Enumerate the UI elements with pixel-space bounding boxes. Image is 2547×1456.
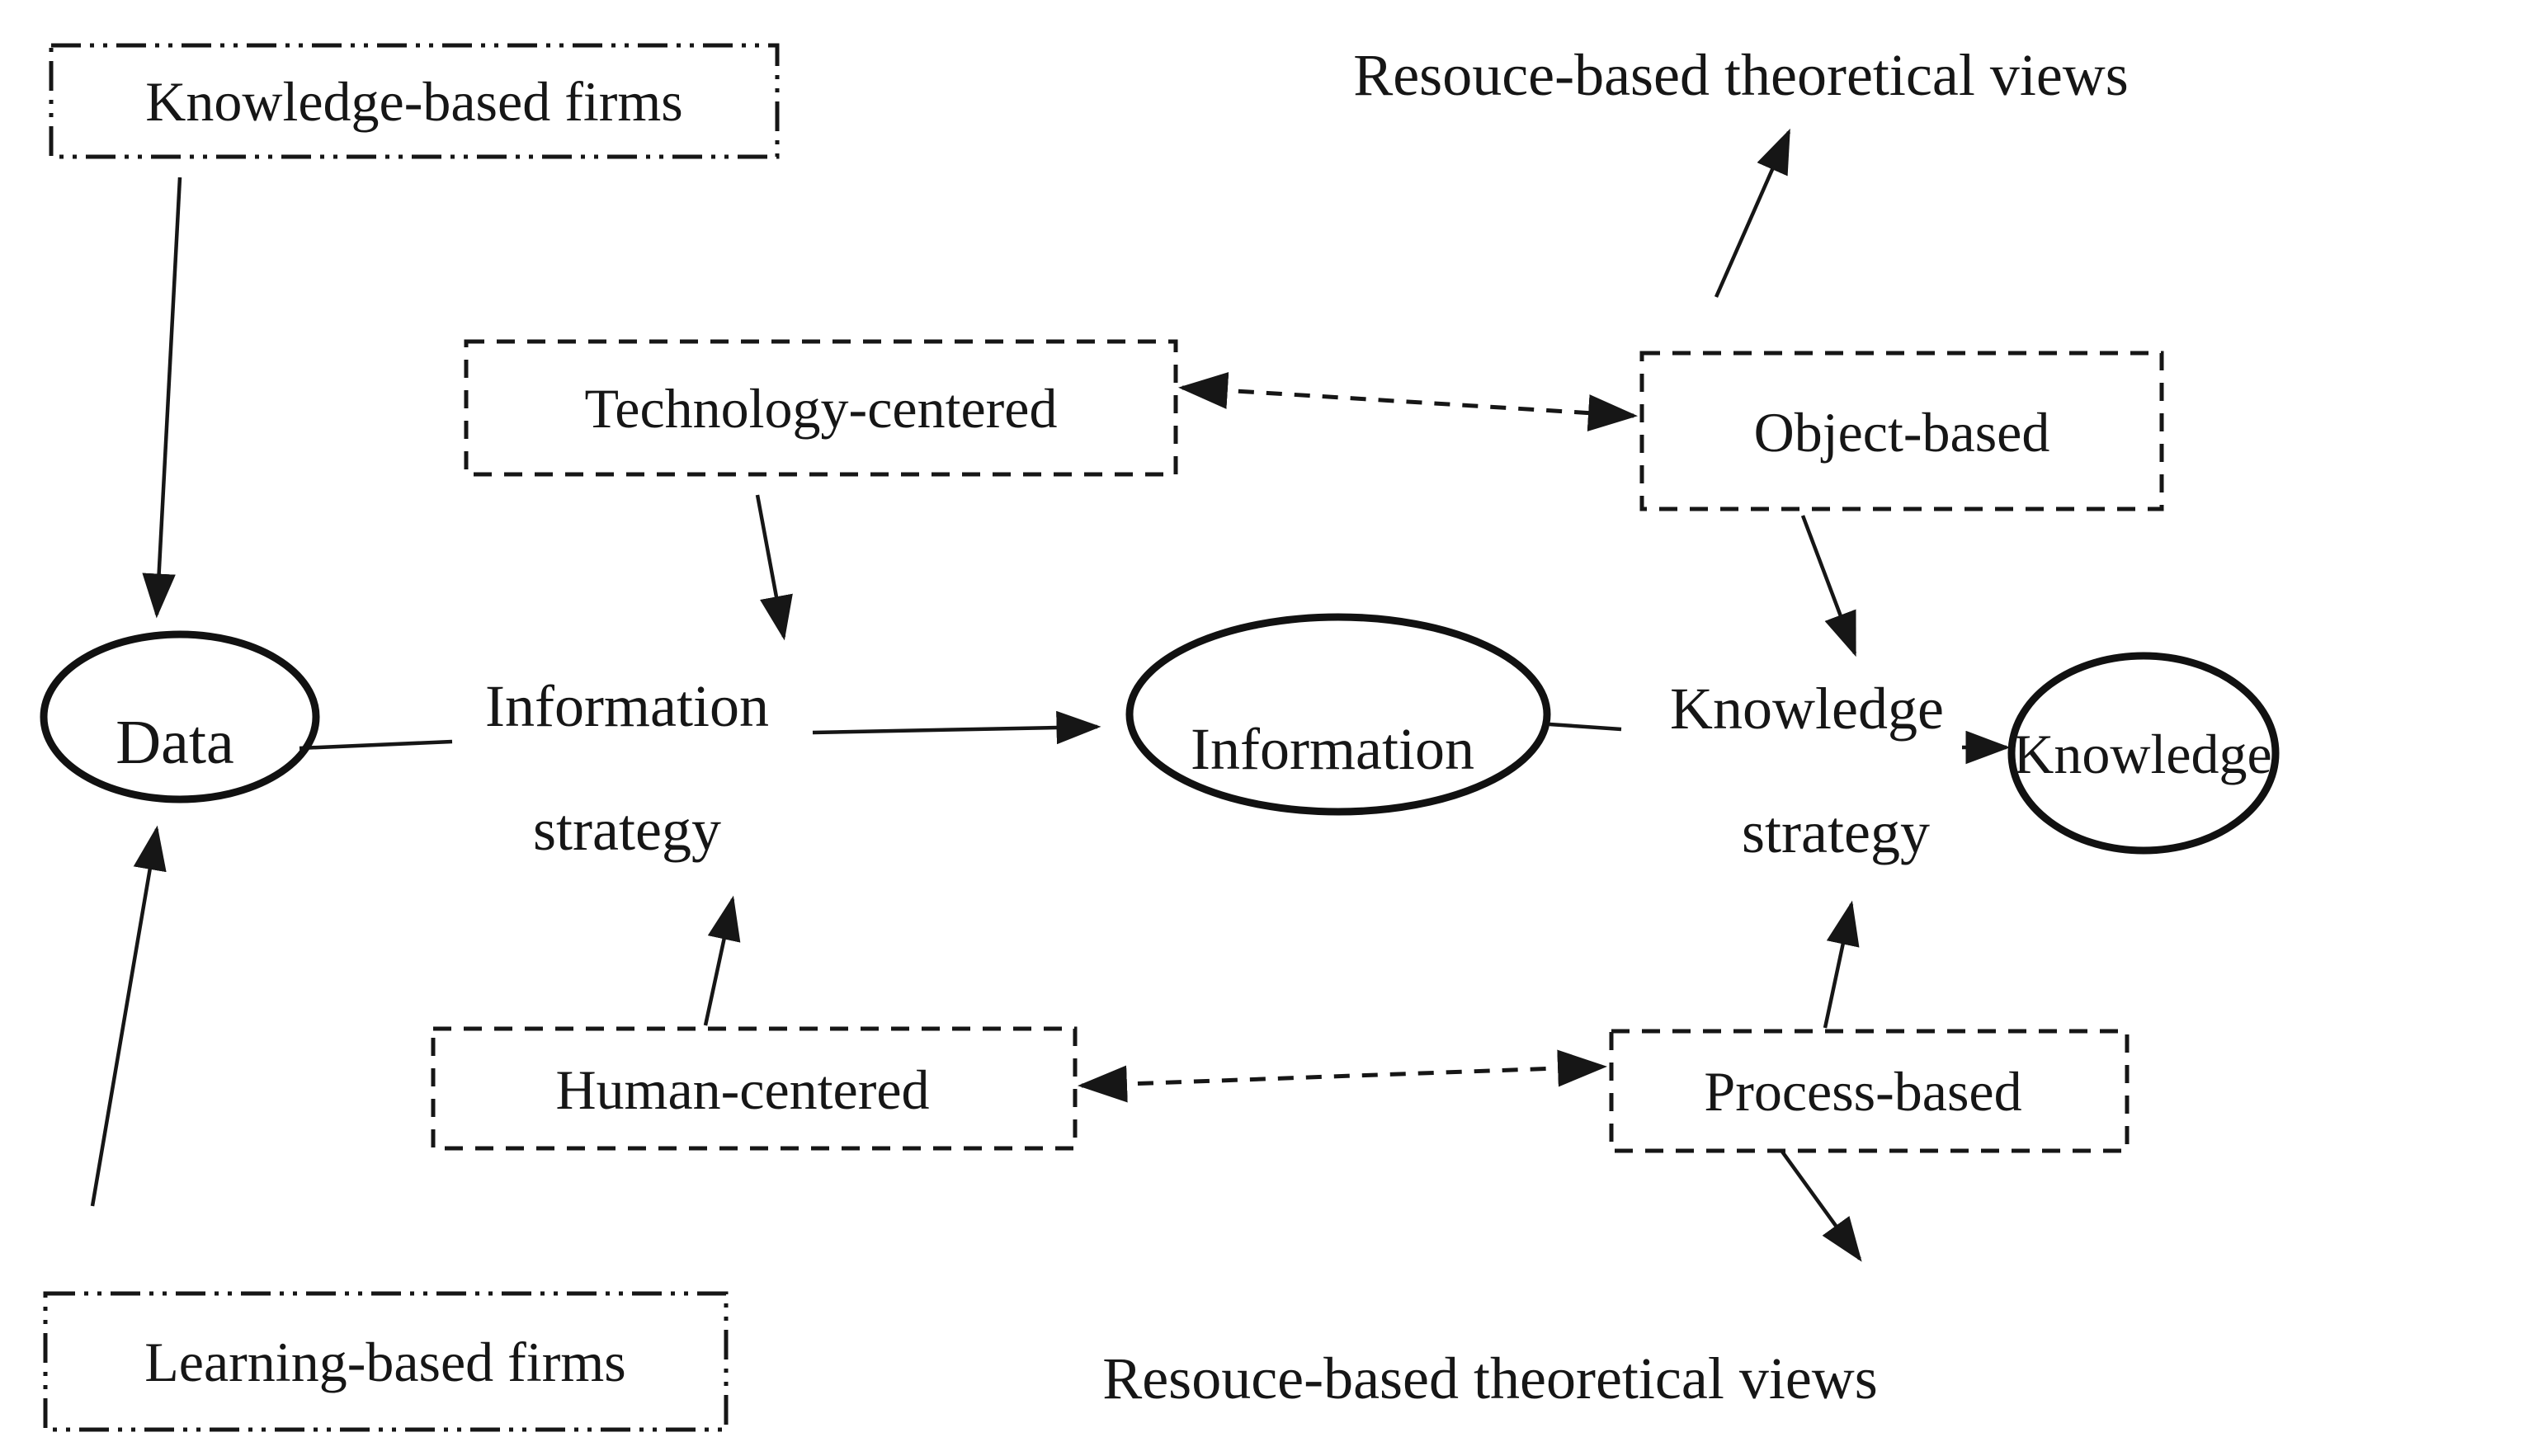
information-label: Information bbox=[1191, 716, 1474, 782]
object-based-box bbox=[1639, 351, 2164, 511]
arrow-human-to-information-strategy bbox=[703, 895, 741, 1026]
object-based-label: Object-based bbox=[1754, 401, 2050, 464]
arrow-process-to-knowledge-strategy bbox=[1823, 900, 1860, 1029]
process-based-box bbox=[1609, 1029, 2130, 1153]
technology-centered-label: Technology-centered bbox=[585, 377, 1058, 440]
arrow-information-strategy-to-information bbox=[812, 710, 1101, 745]
arrow-process-to-resource-view-bottom bbox=[1781, 1150, 1862, 1262]
line-data-to-information-strategy bbox=[299, 739, 453, 751]
learning-based-firms-box bbox=[43, 1291, 729, 1432]
knowledge-based-firms-box bbox=[49, 43, 780, 159]
human-centered-label: Human-centered bbox=[555, 1058, 929, 1121]
arrow-object-to-resource-view-top bbox=[1714, 128, 1791, 298]
process-based-label: Process-based bbox=[1704, 1060, 2021, 1123]
data-label: Data bbox=[116, 708, 233, 777]
resource-based-views-top-label: Resouce-based theoretical views bbox=[1353, 42, 2129, 108]
technology-centered-box bbox=[464, 339, 1178, 477]
knowledge-strategy-label-line2: strategy bbox=[1742, 799, 1930, 865]
learning-based-firms-label: Learning-based firms bbox=[144, 1331, 625, 1393]
information-strategy-label-line1: Information bbox=[485, 673, 769, 739]
data-ellipse bbox=[40, 630, 320, 803]
knowledge-strategy-label-line1: Knowledge bbox=[1670, 676, 1944, 742]
dashed-arrow-technology-object bbox=[1178, 371, 1638, 432]
arrow-knowledge-firms-to-data bbox=[142, 177, 182, 619]
line-information-to-knowledge-strategy bbox=[1549, 722, 1622, 732]
arrow-object-to-knowledge-strategy bbox=[1800, 515, 1857, 657]
knowledge-ellipse bbox=[2007, 652, 2280, 855]
arrow-learning-firms-to-data bbox=[90, 825, 167, 1207]
knowledge-based-firms-label: Knowledge-based firms bbox=[145, 70, 682, 133]
dashed-arrow-human-process bbox=[1078, 1049, 1607, 1103]
information-ellipse bbox=[1125, 613, 1551, 816]
knowledge-label: Knowledge bbox=[2013, 723, 2271, 785]
information-strategy-label-line2: strategy bbox=[533, 797, 721, 863]
arrow-technology-to-information-strategy bbox=[755, 494, 793, 641]
human-centered-box bbox=[431, 1026, 1078, 1151]
resource-based-views-bottom-label: Resouce-based theoretical views bbox=[1102, 1345, 1878, 1411]
